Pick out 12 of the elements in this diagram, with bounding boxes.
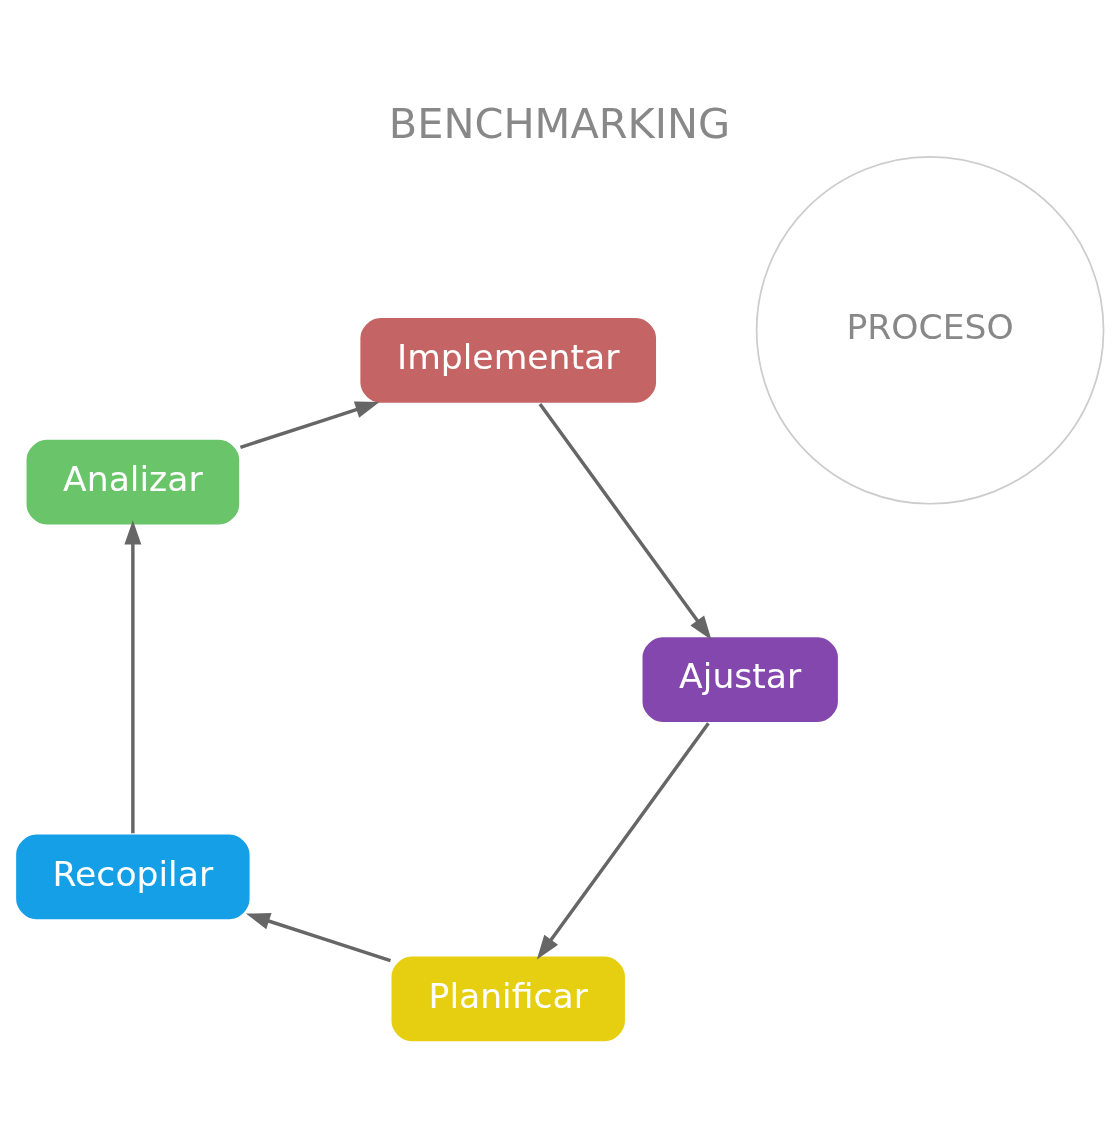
node-box: Implementar xyxy=(358,315,658,404)
arrow xyxy=(538,402,712,640)
arrow xyxy=(536,721,710,959)
node-box: Planificar xyxy=(389,954,627,1043)
node-circle: PROCESO xyxy=(755,155,1105,505)
node-box: Analizar xyxy=(24,437,241,526)
arrow xyxy=(245,912,392,962)
diagram-title: BENCHMARKING xyxy=(388,98,731,148)
arrow xyxy=(124,519,142,833)
arrow xyxy=(239,401,380,449)
node-box: Ajustar xyxy=(640,634,840,724)
node-box: Recopilar xyxy=(14,832,252,921)
